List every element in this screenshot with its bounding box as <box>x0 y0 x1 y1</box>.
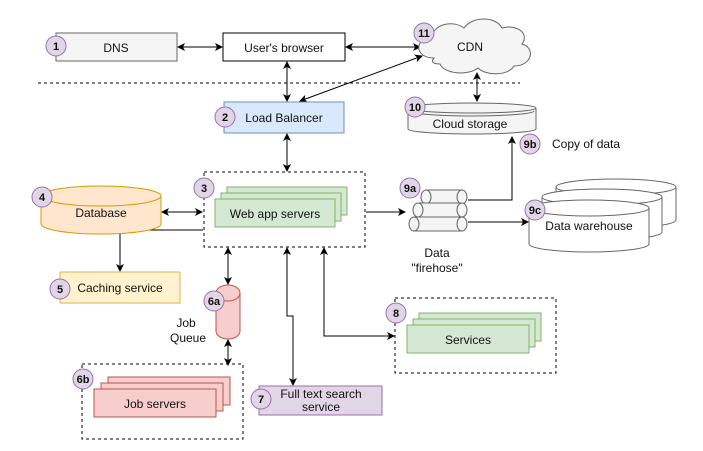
full-text-search-label-line1: Full text search <box>280 387 361 401</box>
edge-web-cache <box>116 229 203 272</box>
job-queue-label-line1: Job <box>176 316 196 330</box>
edge-web-services <box>320 247 395 340</box>
job-queue-label-line2: Queue <box>170 331 206 345</box>
badge-data-warehouse: 9c <box>524 199 546 221</box>
firehose-label-line2: "firehose" <box>411 261 462 275</box>
badge-web-app-servers: 3 <box>193 177 215 199</box>
svg-text:3: 3 <box>201 183 207 195</box>
cdn-node: CDN <box>418 18 531 75</box>
svg-text:5: 5 <box>57 284 63 296</box>
badge-firehose: 9a <box>399 177 421 199</box>
data-warehouse-node: Data warehouse <box>528 178 677 253</box>
edge-lb-cdn <box>299 54 423 103</box>
svg-text:9b: 9b <box>524 139 537 151</box>
web-app-servers-label: Web app servers <box>230 207 321 221</box>
svg-text:1: 1 <box>53 41 59 53</box>
load-balancer-label: Load Balancer <box>245 111 322 125</box>
svg-text:7: 7 <box>258 394 264 406</box>
svg-text:6b: 6b <box>77 374 90 386</box>
data-warehouse-label: Data warehouse <box>545 219 633 233</box>
edge-firehose-storage <box>468 136 516 201</box>
firehose-pipe-mid <box>412 202 468 218</box>
badges: 1 11 2 10 9b 3 4 9a 9c 5 6a 8 6b 7 <box>31 22 546 410</box>
full-text-search-node: Full text search service <box>258 385 383 416</box>
badge-job-queue: 6a <box>203 290 225 312</box>
svg-text:4: 4 <box>39 192 46 204</box>
firehose-node: Data "firehose" <box>408 189 468 275</box>
database-node: Database <box>40 185 162 235</box>
badge-database: 4 <box>31 186 53 208</box>
badge-cloud-storage: 10 <box>404 96 426 118</box>
badge-copy-of-data: 9b <box>519 133 541 155</box>
database-label: Database <box>75 206 127 220</box>
svg-text:9c: 9c <box>529 205 541 217</box>
badge-services: 8 <box>385 302 407 324</box>
firehose-label-line1: Data <box>424 246 450 260</box>
firehose-pipe-top <box>420 189 468 205</box>
browser-node: User's browser <box>222 32 346 62</box>
dns-node: DNS <box>55 32 178 62</box>
edges <box>116 43 529 386</box>
web-app-servers-node: Web app servers <box>203 171 366 248</box>
cloud-storage-label: Cloud storage <box>433 117 508 131</box>
dns-label: DNS <box>103 41 128 55</box>
badge-job-servers: 6b <box>72 368 94 390</box>
services-label: Services <box>445 333 491 347</box>
cloud-storage-node: Cloud storage <box>407 102 537 135</box>
caching-service-node: Caching service <box>59 271 181 304</box>
load-balancer-node: Load Balancer <box>223 101 345 134</box>
browser-label: User's browser <box>244 41 324 55</box>
svg-text:9a: 9a <box>404 183 417 195</box>
svg-text:6a: 6a <box>208 296 221 308</box>
firehose-pipe-bottom <box>408 216 468 232</box>
svg-text:11: 11 <box>418 28 430 40</box>
svg-text:2: 2 <box>222 112 228 124</box>
services-node: Services <box>394 297 557 374</box>
copy-of-data-label: Copy of data <box>552 137 620 151</box>
caching-service-label: Caching service <box>77 281 163 295</box>
badge-full-text-search: 7 <box>250 388 272 410</box>
badge-dns: 1 <box>45 35 67 57</box>
badge-load-balancer: 2 <box>214 106 236 128</box>
cdn-label: CDN <box>457 40 483 54</box>
edge-web-search <box>283 247 297 386</box>
svg-text:8: 8 <box>393 308 399 320</box>
badge-cdn: 11 <box>413 22 435 44</box>
job-servers-label: Job servers <box>124 397 186 411</box>
svg-text:10: 10 <box>409 102 421 114</box>
job-servers-node: Job servers <box>81 363 244 440</box>
full-text-search-label-line2: service <box>302 400 340 414</box>
badge-caching-service: 5 <box>49 278 71 300</box>
